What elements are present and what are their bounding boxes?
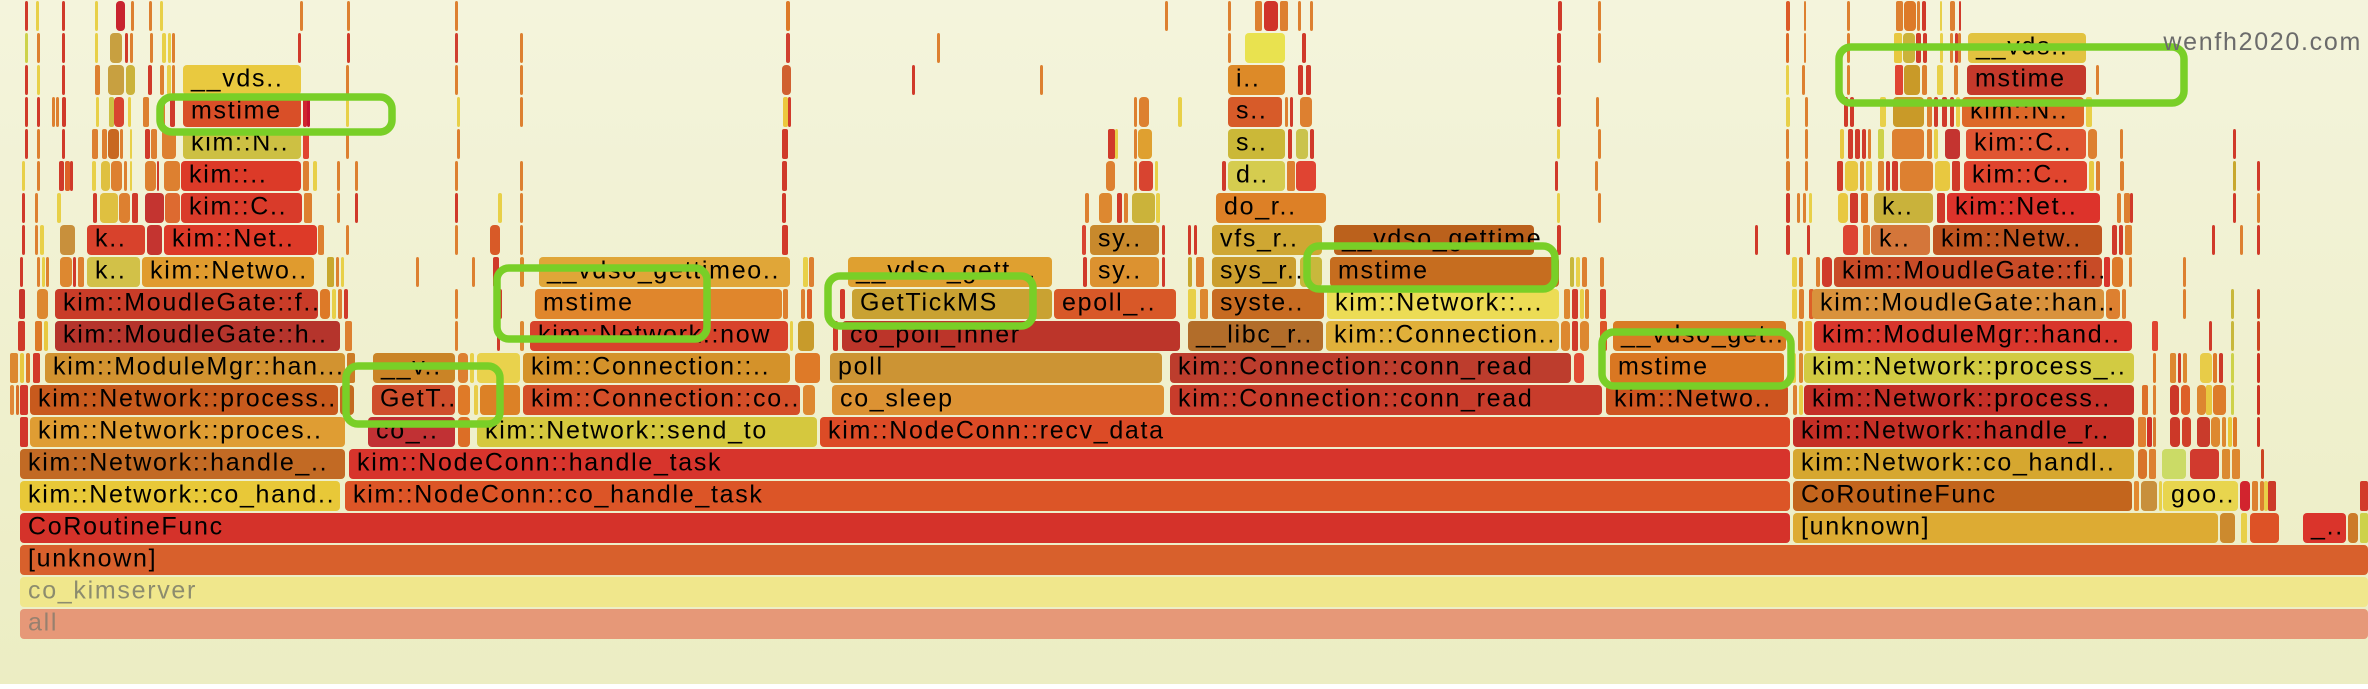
svg-text:do_r..: do_r..: [1224, 193, 1297, 221]
svg-text:kim::C..: kim::C..: [1972, 161, 2070, 189]
svg-text:__vdso_gett...: __vdso_gett...: [855, 257, 1037, 285]
svg-text:kim::MoudleGate::fi..: kim::MoudleGate::fi..: [1842, 257, 2107, 285]
svg-text:kim::Connection::conn_read: kim::Connection::conn_read: [1178, 353, 1534, 381]
svg-text:__vds..: __vds..: [190, 65, 284, 93]
svg-text:kim::Network::handle_..: kim::Network::handle_..: [28, 449, 328, 477]
svg-text:co_sleep: co_sleep: [840, 385, 954, 413]
svg-text:mstime: mstime: [1618, 353, 1709, 381]
svg-text:kim::MoudleGate::h..: kim::MoudleGate::h..: [63, 321, 328, 349]
svg-text:vfs_r..: vfs_r..: [1220, 225, 1299, 253]
svg-text:kim::C..: kim::C..: [189, 193, 287, 221]
svg-text:kim::Network::send_to: kim::Network::send_to: [485, 417, 768, 445]
svg-text:sy..: sy..: [1098, 257, 1142, 285]
svg-text:kim::Netw..: kim::Netw..: [1941, 225, 2082, 253]
svg-text:kim::Net..: kim::Net..: [1955, 193, 2078, 221]
svg-text:k..: k..: [1879, 225, 1911, 253]
svg-text:kim::Network::process_..: kim::Network::process_..: [1812, 353, 2126, 381]
svg-text:mstime: mstime: [543, 289, 634, 317]
svg-text:mstime: mstime: [191, 97, 282, 125]
svg-text:kim::..: kim::..: [189, 161, 268, 189]
svg-text:poll: poll: [838, 353, 884, 381]
svg-text:k..: k..: [95, 225, 127, 253]
svg-text:kim::Net..: kim::Net..: [172, 225, 295, 253]
svg-text:GetT..: GetT..: [380, 385, 457, 413]
svg-text:wenfh2020.com: wenfh2020.com: [2162, 28, 2362, 56]
svg-text:goo..: goo..: [2171, 481, 2235, 509]
svg-text:d..: d..: [1236, 161, 1269, 189]
svg-text:kim::Connection..: kim::Connection..: [1334, 321, 1556, 349]
svg-text:__libc_r..: __libc_r..: [1195, 321, 1313, 349]
svg-text:kim::Network::...: kim::Network::...: [1335, 289, 1543, 317]
svg-text:sy..: sy..: [1098, 225, 1142, 253]
svg-text:mstime: mstime: [1338, 257, 1429, 285]
svg-text:all: all: [28, 609, 58, 637]
svg-text:CoRoutineFunc: CoRoutineFunc: [1801, 481, 1997, 509]
svg-text:kim::Connection::co..: kim::Connection::co..: [531, 385, 800, 413]
svg-text:syste..: syste..: [1220, 289, 1304, 317]
svg-text:epoll_..: epoll_..: [1062, 289, 1156, 317]
svg-text:CoRoutineFunc: CoRoutineFunc: [28, 513, 224, 541]
svg-text:[unknown]: [unknown]: [28, 545, 157, 573]
svg-text:kim::Network::process..: kim::Network::process..: [1812, 385, 2111, 413]
svg-text:s..: s..: [1236, 97, 1268, 125]
svg-text:kim::Connection::conn_read: kim::Connection::conn_read: [1178, 385, 1534, 413]
svg-text:kim::NodeConn::co_handle_task: kim::NodeConn::co_handle_task: [353, 481, 764, 509]
svg-text:kim::Network::handle_r..: kim::Network::handle_r..: [1801, 417, 2110, 445]
svg-text:k..: k..: [95, 257, 127, 285]
svg-text:k..: k..: [1882, 193, 1914, 221]
svg-text:s..: s..: [1236, 129, 1268, 157]
svg-text:kim::Connection::..: kim::Connection::..: [531, 353, 770, 381]
svg-text:_..: _..: [2310, 513, 2344, 541]
svg-text:kim::NodeConn::recv_data: kim::NodeConn::recv_data: [828, 417, 1165, 445]
svg-text:kim::MoudleGate::han..: kim::MoudleGate::han..: [1820, 289, 2116, 317]
svg-text:sys_r..: sys_r..: [1220, 257, 1304, 285]
svg-text:kim::NodeConn::handle_task: kim::NodeConn::handle_task: [357, 449, 722, 477]
svg-text:GetTickMS: GetTickMS: [860, 289, 998, 317]
svg-text:[unknown]: [unknown]: [1801, 513, 1930, 541]
svg-text:kim::MoudleGate::f..: kim::MoudleGate::f..: [63, 289, 321, 317]
svg-text:kim::C..: kim::C..: [1974, 129, 2072, 157]
svg-text:co_kimserver: co_kimserver: [28, 577, 197, 605]
svg-text:kim::Netwo..: kim::Netwo..: [150, 257, 308, 285]
svg-text:kim::Network::co_hand..: kim::Network::co_hand..: [28, 481, 335, 509]
svg-text:kim::Network::process..: kim::Network::process..: [38, 385, 337, 413]
svg-text:kim::ModuleMgr::han...: kim::ModuleMgr::han...: [53, 353, 345, 381]
svg-text:kim::Network::co_handl..: kim::Network::co_handl..: [1801, 449, 2116, 477]
svg-text:mstime: mstime: [1975, 65, 2066, 93]
svg-text:kim::Network::proces..: kim::Network::proces..: [38, 417, 323, 445]
svg-text:i..: i..: [1236, 65, 1261, 93]
svg-text:kim::ModuleMgr::hand..: kim::ModuleMgr::hand..: [1822, 321, 2121, 349]
svg-text:kim::Network::now: kim::Network::now: [538, 321, 771, 349]
